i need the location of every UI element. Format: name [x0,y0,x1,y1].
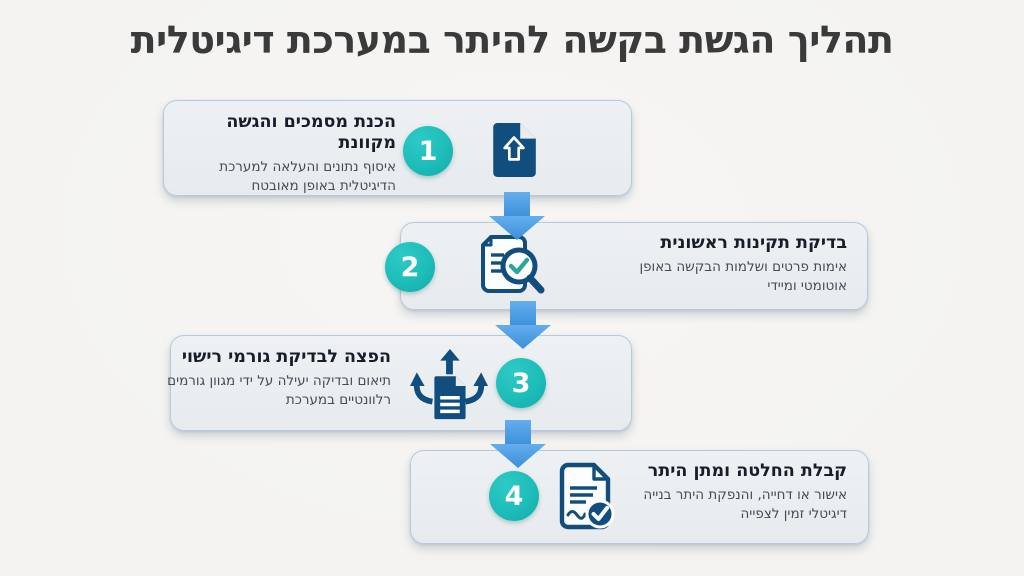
step-text-block: הפצה לבדיקת גורמי רישוי תיאום ובדיקה יעי… [163,347,391,410]
step-card-3: הפצה לבדיקת גורמי רישוי תיאום ובדיקה יעי… [167,335,632,431]
document-inspect-icon [469,232,547,300]
upload-document-icon [492,123,536,177]
step-title: הפצה לבדיקת גורמי רישוי [181,347,391,367]
step-title: הכנת מסמכים והגשה מקוונת [226,112,396,153]
flow-arrow-down-icon [489,192,545,240]
step-description: איסוף נתונים והעלאה למערכת הדיגיטלית באו… [219,159,396,195]
step-card-4: 4 קבלת החלטה ומתן היתר אישור או דחייה, ו… [410,450,869,544]
document-approved-check-icon [556,461,616,531]
step-description: אימות פרטים ושלמות הבקשה באופן אוטומטי ו… [639,259,847,295]
flow-arrow-down-icon [490,420,546,468]
step-number-badge: 4 [489,471,539,521]
flow-arrow-down-icon [495,301,551,349]
step-number-badge: 1 [403,126,453,176]
step-text-block: בדיקת תקינות ראשונית אימות פרטים ושלמות … [602,233,847,296]
page-title: תהליך הגשת בקשה להיתר במערכת דיגיטלית [130,18,894,62]
document-distribute-icon [410,347,488,425]
step-card-1: הכנת מסמכים והגשה מקוונת איסוף נתונים וה… [163,100,632,196]
step-card-2: 2 בדיקת תקינות ראשונית אימות פרטים ושלמו… [385,222,868,310]
step-number-badge: 2 [385,242,435,292]
step-number-badge: 3 [496,358,546,408]
step-description: תיאום ובדיקה יעילה על ידי מגוון גורמים ר… [167,373,391,409]
step-title: קבלת החלטה ומתן היתר [647,461,847,481]
step-text-block: קבלת החלטה ומתן היתר אישור או דחייה, והנ… [607,461,847,524]
step-description: אישור או דחייה, והנפקת היתר בנייה דיגיטל… [643,487,847,523]
step-title: בדיקת תקינות ראשונית [660,233,847,253]
step-text-block: הכנת מסמכים והגשה מקוונת איסוף נתונים וה… [166,112,396,196]
